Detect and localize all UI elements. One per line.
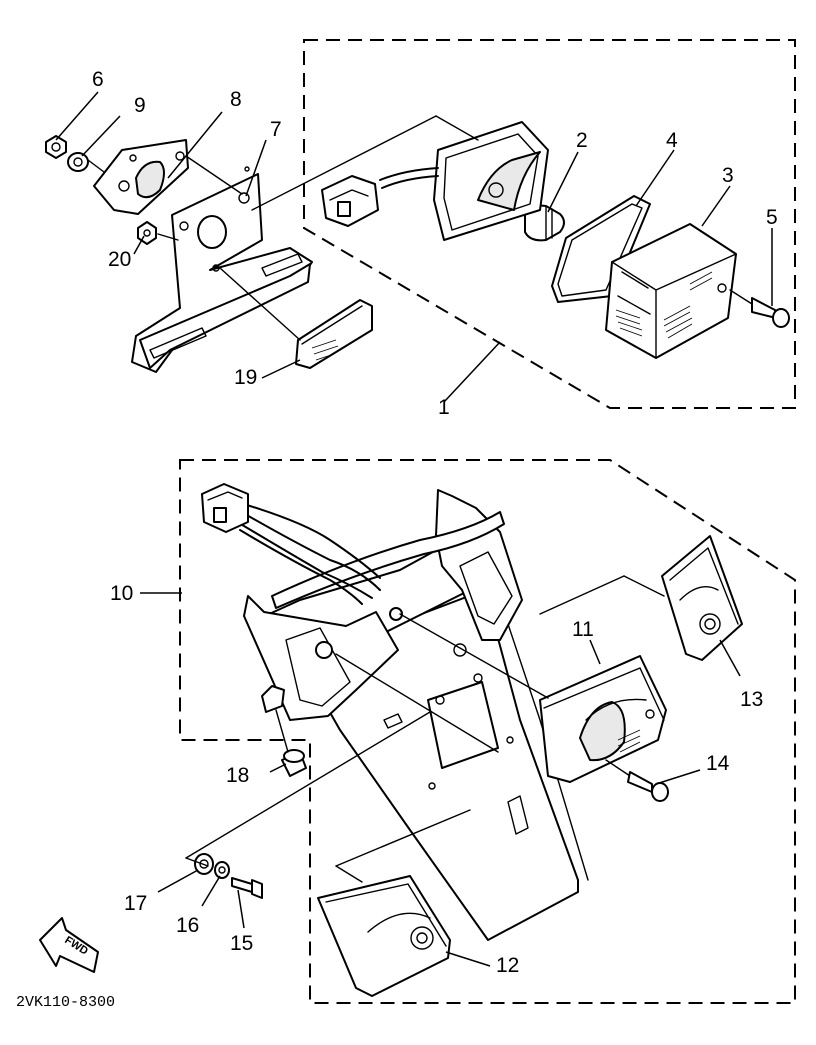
assembly-10-boundary [179, 459, 796, 1004]
part-9-collar [67, 152, 89, 172]
tail-light-housing-base [379, 121, 549, 241]
callout-14: 14 [706, 752, 730, 775]
drawing-code: 2VK110-8300 [16, 994, 115, 1011]
callout-20: 20 [108, 248, 131, 271]
part-13-turn-signal [661, 535, 743, 661]
part-6-nut [45, 135, 67, 159]
part-12-turn-signal [317, 875, 451, 997]
connector-lower [201, 483, 249, 533]
callout-18: 18 [226, 764, 249, 787]
part-15-bolt [231, 877, 263, 899]
leaders-upper [55, 91, 773, 403]
part-5-screw [729, 289, 790, 328]
callout-3: 3 [722, 164, 734, 187]
callout-4: 4 [666, 129, 678, 152]
part-18-grommet [281, 749, 307, 777]
callout-8: 8 [230, 88, 242, 111]
callout-7: 7 [270, 118, 282, 141]
part-19-reflector [295, 299, 373, 369]
callout-19: 19 [234, 366, 257, 389]
alignment-lines-lower [185, 575, 665, 883]
part-3-tail-lens [605, 223, 737, 359]
callout-11: 11 [572, 618, 594, 641]
alignment-lines-upper [87, 115, 479, 341]
wiring-harness [229, 499, 381, 605]
connector-upper [321, 175, 379, 227]
callout-9: 9 [134, 94, 146, 117]
part-2-bulb [524, 204, 565, 242]
assembly-1-boundary [303, 39, 796, 409]
part-11-lens [539, 655, 667, 783]
callout-12: 12 [496, 954, 519, 977]
callout-labels: 1 2 3 4 5 6 7 8 9 10 11 12 13 14 15 16 1… [92, 68, 778, 977]
callout-2: 2 [576, 129, 588, 152]
callout-15: 15 [230, 932, 253, 955]
part-10-rear-fender [243, 489, 589, 941]
part-14-screw [605, 759, 669, 802]
callout-6: 6 [92, 68, 104, 91]
leaders-lower [140, 592, 741, 967]
callout-16: 16 [176, 914, 199, 937]
callout-5: 5 [766, 206, 778, 229]
callout-10: 10 [110, 582, 133, 605]
part-16-washer [214, 861, 230, 879]
part-7-bracket [131, 166, 313, 373]
callout-17: 17 [124, 892, 147, 915]
callout-13: 13 [740, 688, 763, 711]
part-8-plate [93, 139, 189, 215]
callout-1: 1 [438, 396, 450, 419]
fwd-direction-arrow: FWD [39, 917, 99, 973]
